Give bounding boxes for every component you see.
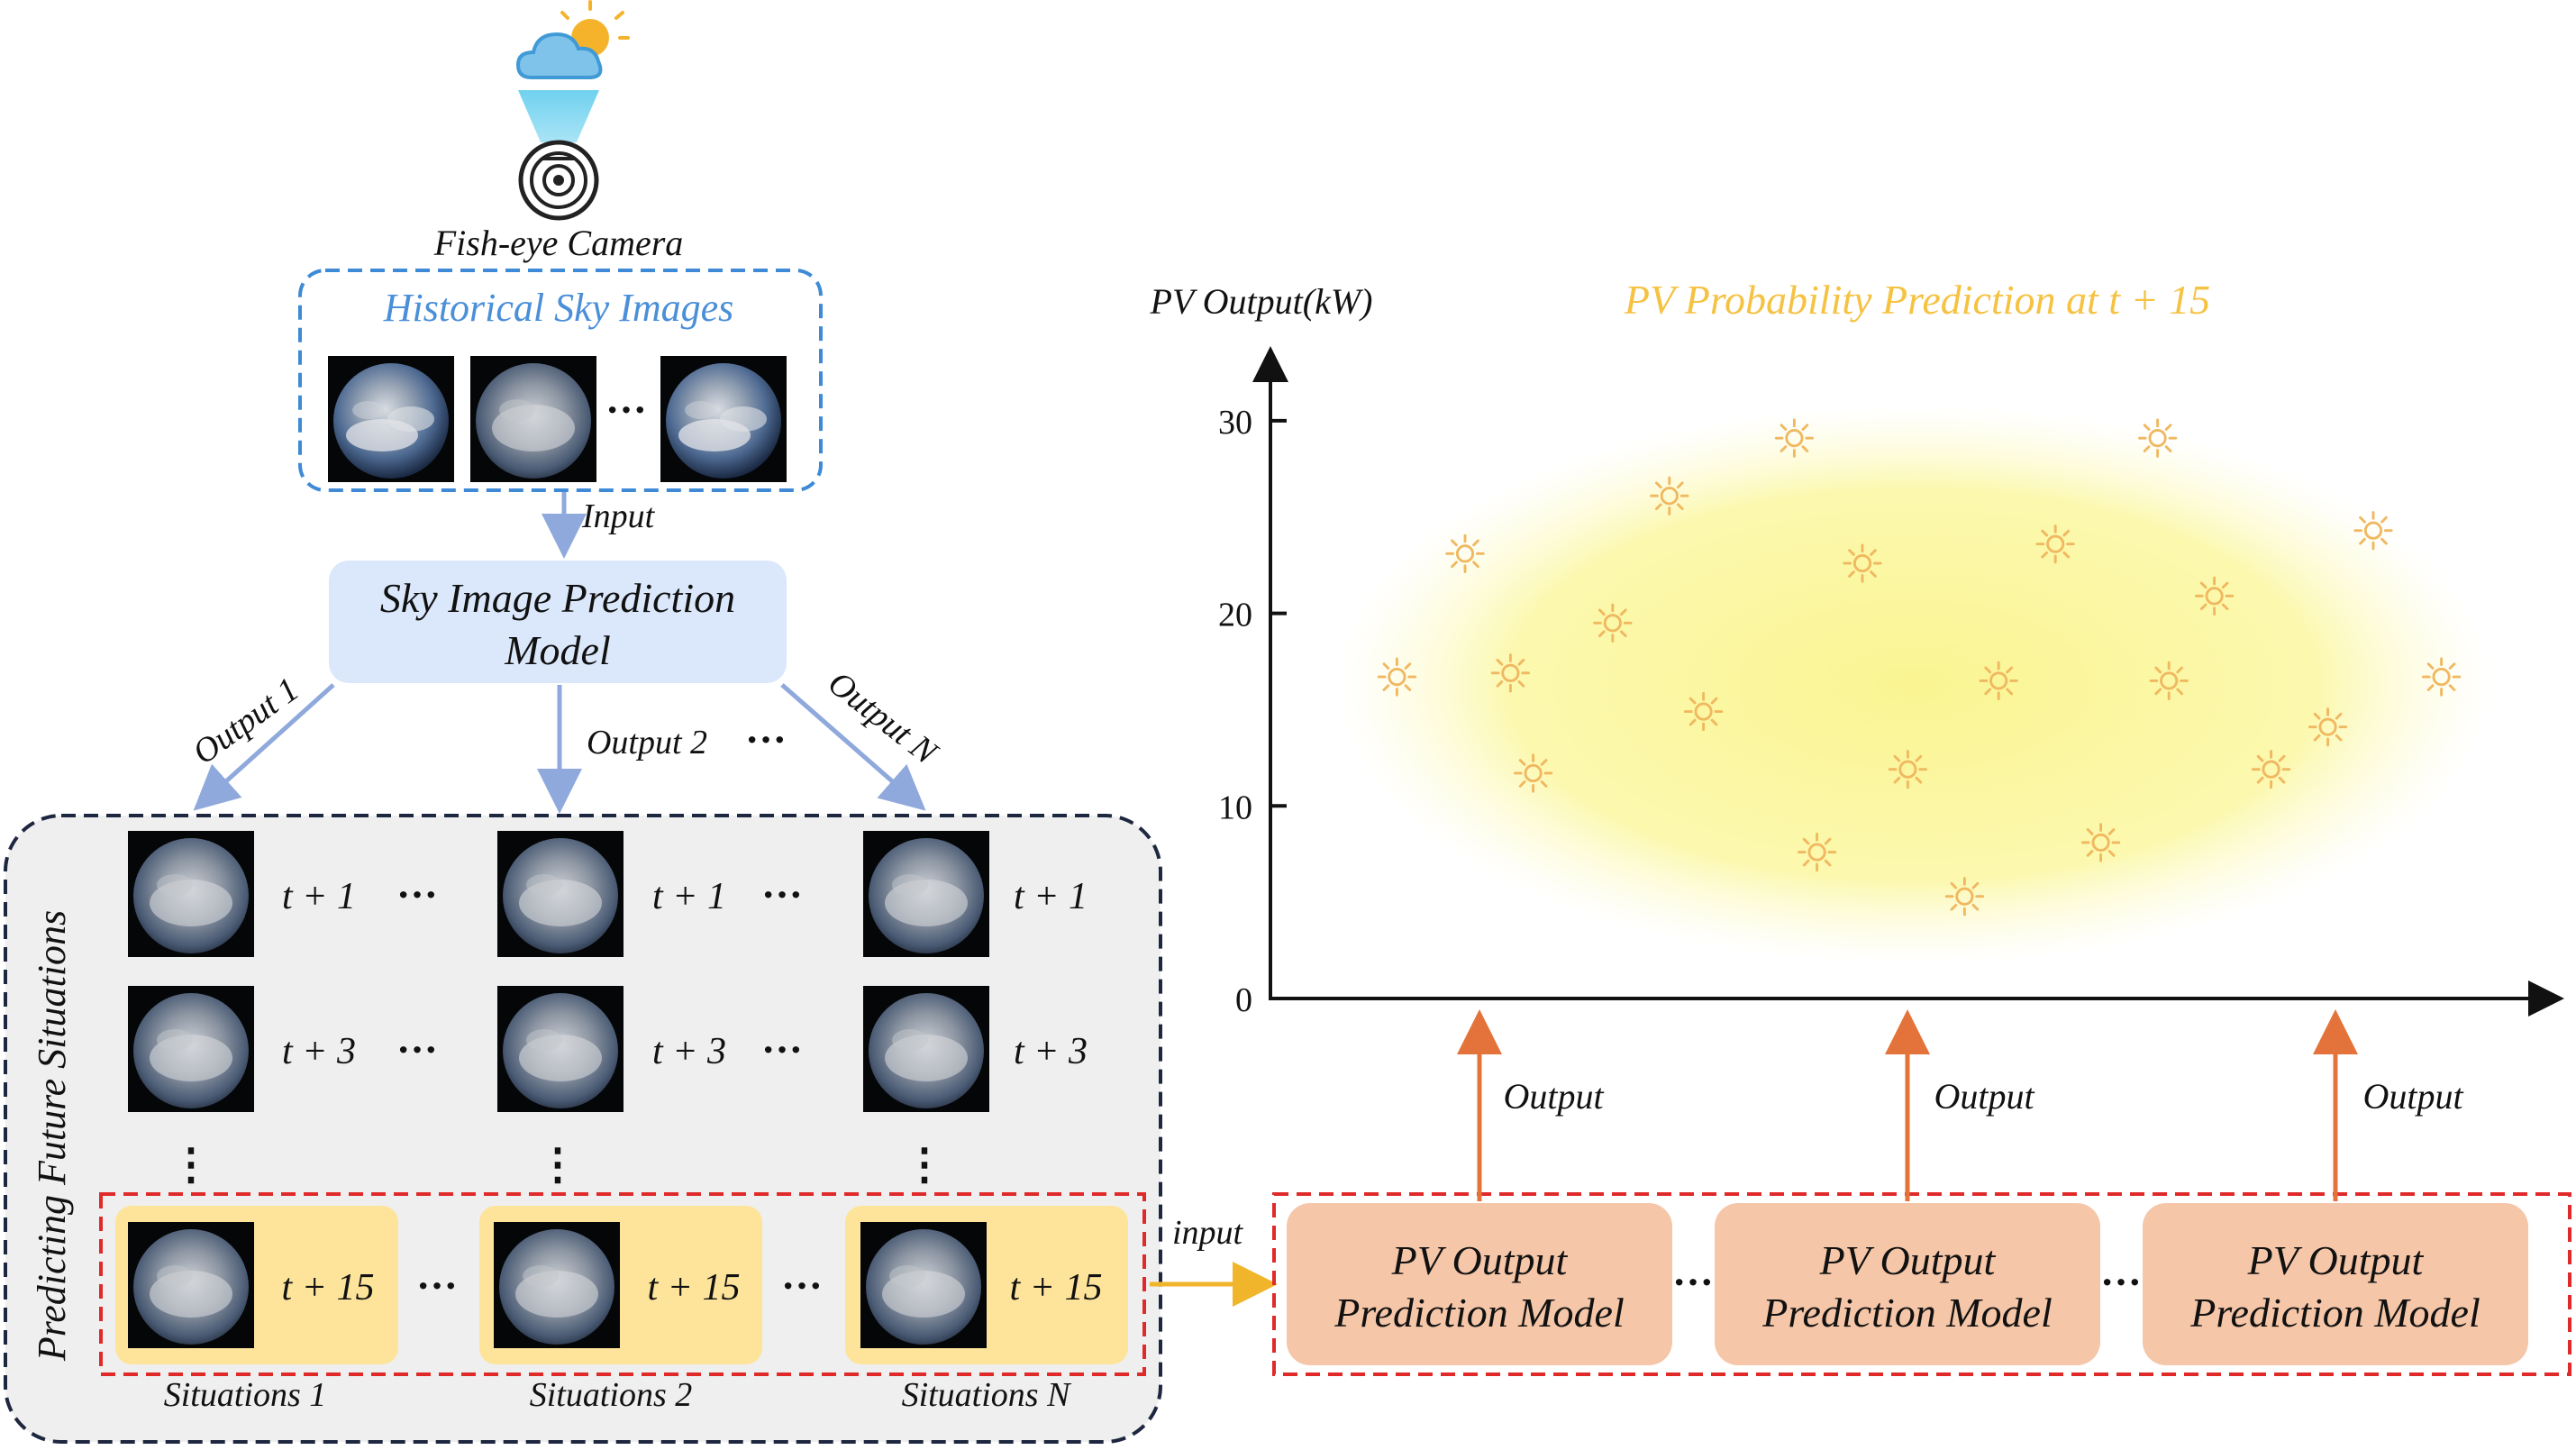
situation-1-ellipsis-t1: ··· xyxy=(396,871,438,917)
output-ellipsis: ··· xyxy=(745,716,787,762)
situation-n-label-t1: t + 1 xyxy=(1014,876,1088,917)
pv-model-ellipsis-1: ··· xyxy=(1672,1259,1714,1305)
historical-sky-image-2 xyxy=(470,356,596,482)
probability-glow xyxy=(1337,406,2490,964)
situation-1-label-t1: t + 1 xyxy=(282,876,356,917)
historical-images-title: Historical Sky Images xyxy=(383,286,734,330)
situation-1-ellipsis-t15: ··· xyxy=(416,1263,458,1309)
situation-n-label: Situations N xyxy=(902,1376,1073,1414)
situation-2-label: Situations 2 xyxy=(530,1376,693,1414)
pv-model-2-line2: Prediction Model xyxy=(1761,1290,2052,1336)
output-label-n: Output N xyxy=(821,664,946,773)
situation-1-vertical-dots: ⋮ xyxy=(169,1141,213,1189)
output-arrow-n xyxy=(780,683,926,811)
cloud-sun-icon xyxy=(515,0,630,79)
situation-2-ellipsis-t3: ··· xyxy=(761,1026,803,1072)
situation-1-label: Situations 1 xyxy=(164,1376,327,1414)
situation-n-vertical-dots: ⋮ xyxy=(903,1141,946,1189)
situation-1-image-t15 xyxy=(128,1222,254,1348)
situation-1-ellipsis-t3: ··· xyxy=(396,1026,438,1072)
pv-model-3-line2: Prediction Model xyxy=(2189,1290,2480,1336)
historical-ellipsis: ··· xyxy=(605,387,647,433)
y-tick-label: 10 xyxy=(1218,789,1252,826)
y-axis-label: PV Output(kW) xyxy=(1150,281,1373,322)
sky-model-input-label: Input xyxy=(581,497,656,535)
situation-2-image-t15 xyxy=(494,1222,620,1348)
situation-1-label-t3: t + 3 xyxy=(282,1031,356,1072)
situation-2-image-t3 xyxy=(497,986,624,1112)
situation-2-label-t15: t + 15 xyxy=(647,1267,740,1309)
camera-label: Fish-eye Camera xyxy=(433,223,684,263)
pv-output-label-2: Output xyxy=(1934,1076,2034,1117)
situation-2-ellipsis-t1: ··· xyxy=(761,871,803,917)
y-tick-label: 20 xyxy=(1218,597,1252,634)
situation-n-label-t3: t + 3 xyxy=(1014,1031,1088,1072)
situation-2-ellipsis-t15: ··· xyxy=(781,1263,823,1309)
output-arrow-1 xyxy=(193,683,335,811)
historical-images-box xyxy=(298,269,823,492)
situation-1-label-t15: t + 15 xyxy=(281,1267,374,1309)
pv-models-highlight-box xyxy=(1272,1192,2571,1376)
situation-2-vertical-dots: ⋮ xyxy=(536,1141,579,1189)
situation-1-image-t3 xyxy=(128,986,254,1112)
pv-model-ellipsis-2: ··· xyxy=(2100,1259,2142,1305)
pv-model-1-line1: PV Output xyxy=(1391,1237,1569,1283)
sky-image-prediction-model xyxy=(329,561,787,683)
pv-model-1-line2: Prediction Model xyxy=(1334,1290,1624,1336)
y-tick-label: 0 xyxy=(1235,981,1252,1019)
pv-probability-chart: PV Output(kW) PV Probability Prediction … xyxy=(1150,277,2564,1019)
sky-model-line1: Sky Image Prediction xyxy=(380,575,735,621)
historical-sky-image-1 xyxy=(328,356,454,482)
situation-1-image-t1 xyxy=(128,831,254,957)
situation-2-label-t3: t + 3 xyxy=(652,1031,726,1072)
pv-output-label-3: Output xyxy=(2362,1076,2463,1117)
pv-model-2-line1: PV Output xyxy=(1819,1237,1997,1283)
chart-title: PV Probability Prediction at t + 15 xyxy=(1624,277,2210,323)
output-label-1: Output 1 xyxy=(186,670,305,772)
future-panel-side-title: Predicting Future Situations xyxy=(30,910,74,1362)
y-tick-label: 30 xyxy=(1218,404,1252,442)
pv-model-3-line1: PV Output xyxy=(2247,1237,2425,1283)
situation-2-image-t1 xyxy=(497,831,624,957)
situation-n-image-t3 xyxy=(863,986,989,1112)
situation-n-image-t15 xyxy=(860,1222,987,1348)
pv-model-3 xyxy=(2143,1203,2528,1365)
output-label-2: Output 2 xyxy=(587,724,707,761)
pv-model-1 xyxy=(1287,1203,1672,1365)
situation-n-label-t15: t + 15 xyxy=(1009,1267,1102,1309)
pv-input-label: input xyxy=(1172,1214,1244,1252)
sky-model-line2: Model xyxy=(504,627,611,673)
pv-output-label-1: Output xyxy=(1503,1076,1604,1117)
fisheye-camera-icon xyxy=(518,140,599,221)
camera-beam xyxy=(518,90,599,142)
pv-model-2 xyxy=(1715,1203,2100,1365)
t15-highlight-box xyxy=(99,1192,1146,1376)
historical-sky-image-n xyxy=(660,356,787,482)
situation-n-image-t1 xyxy=(863,831,989,957)
situation-2-label-t1: t + 1 xyxy=(652,876,726,917)
